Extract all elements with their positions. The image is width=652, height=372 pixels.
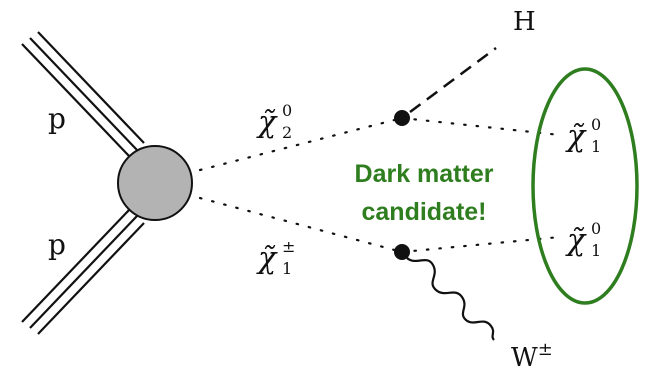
svg-text:1: 1 (591, 137, 601, 156)
neutralino1-bottom-line (400, 235, 562, 254)
svg-text:χ̃: χ̃ (565, 223, 587, 258)
w-boson-label: W± (511, 339, 553, 372)
svg-text:χ̃: χ̃ (256, 241, 278, 276)
svg-text:χ̃: χ̃ (565, 119, 587, 154)
neutralino1-top-line (400, 116, 562, 137)
neutralino1-top-label: χ̃ 0 1 (565, 115, 601, 156)
higgs-line (409, 46, 497, 114)
svg-text:0: 0 (591, 219, 601, 238)
svg-text:2: 2 (282, 123, 292, 142)
svg-text:0: 0 (591, 115, 601, 134)
upper-vertex (394, 110, 410, 126)
svg-text:±: ± (282, 237, 295, 256)
sparticle-lines (198, 116, 562, 254)
w-charge: ± (538, 339, 553, 360)
interaction-blob (117, 145, 193, 221)
svg-text:0: 0 (282, 101, 292, 120)
chargino-label: χ̃ ± 1 (256, 237, 295, 278)
annotation-line2: candidate! (361, 198, 486, 226)
proton-bottom-lines (21, 208, 145, 335)
proton-top-label: p (48, 102, 66, 135)
neutralino2-label: χ̃ 0 2 (256, 101, 292, 142)
annotation-line1: Dark matter (355, 160, 494, 188)
proton-bottom-label: p (48, 228, 66, 261)
dark-matter-ellipse (531, 67, 639, 305)
neutralino1-bottom-label: χ̃ 0 1 (565, 219, 601, 260)
svg-text:1: 1 (282, 259, 292, 278)
lower-vertex (394, 244, 410, 260)
w-letter: W (511, 343, 538, 372)
higgs-label: H (513, 7, 536, 37)
chargino-line (198, 196, 404, 254)
svg-text:1: 1 (591, 241, 601, 260)
svg-text:χ̃: χ̃ (256, 105, 278, 140)
proton-top-lines (21, 31, 145, 158)
w-boson-line (406, 257, 495, 341)
